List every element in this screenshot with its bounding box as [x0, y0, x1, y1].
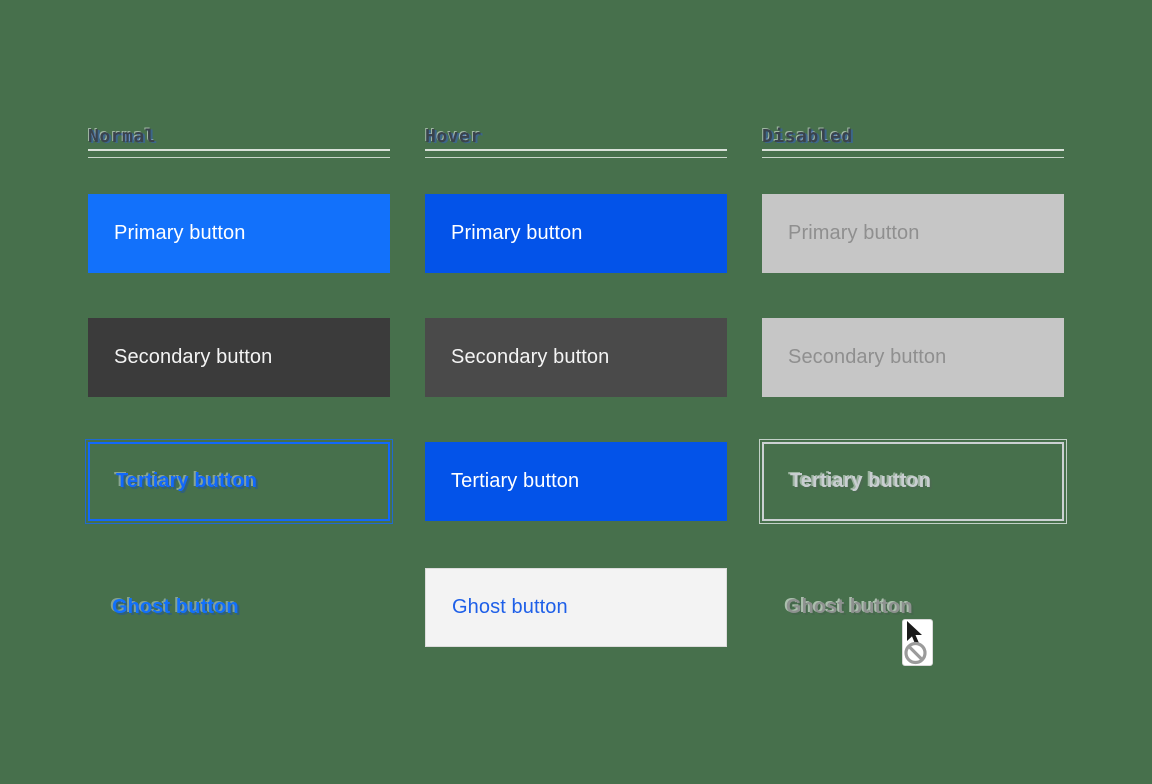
column-header-normal: Normal [88, 126, 157, 147]
ghost-button-hover[interactable]: Ghost button [425, 568, 727, 647]
column-header-disabled: Disabled [762, 126, 853, 147]
ghost-button-disabled: Ghost button [786, 596, 913, 618]
primary-button-disabled: Primary button [762, 194, 1064, 273]
column-underline-disabled [762, 149, 1064, 158]
primary-button-hover[interactable]: Primary button [425, 194, 727, 273]
secondary-button-disabled: Secondary button [762, 318, 1064, 397]
ghost-button-normal[interactable]: Ghost button [112, 596, 239, 618]
tertiary-button-hover[interactable]: Tertiary button [425, 442, 727, 521]
secondary-button-hover[interactable]: Secondary button [425, 318, 727, 397]
column-header-hover: Hover [425, 126, 482, 147]
tertiary-button-disabled: Tertiary button [759, 439, 1067, 524]
column-underline-normal [88, 149, 390, 158]
column-underline-hover [425, 149, 727, 158]
tertiary-button-normal[interactable]: Tertiary button [85, 439, 393, 524]
secondary-button-normal[interactable]: Secondary button [88, 318, 390, 397]
not-allowed-cursor-icon [902, 619, 933, 666]
primary-button-normal[interactable]: Primary button [88, 194, 390, 273]
